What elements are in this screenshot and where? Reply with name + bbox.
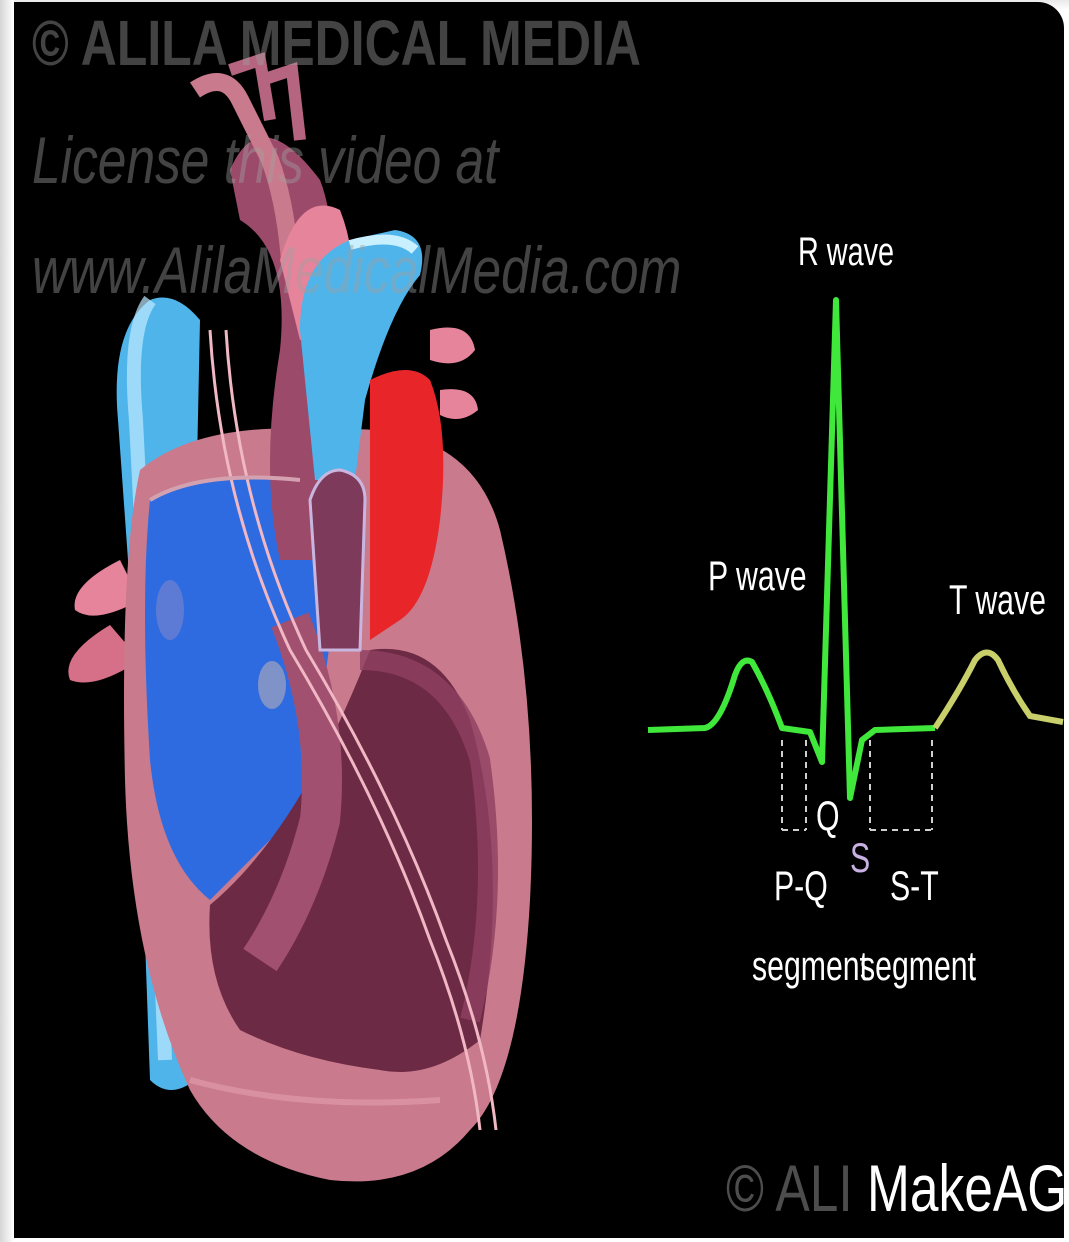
pq-segment-bracket <box>782 740 806 830</box>
makeagif-watermark: © ALI MakeAGIF.com <box>726 1150 1064 1226</box>
q-label: Q <box>816 792 840 840</box>
t-wave-line <box>935 653 1063 729</box>
st-segment-label: segment <box>860 942 976 990</box>
pq-segment-label: segment <box>752 942 868 990</box>
image-frame: © ALILA MEDICAL MEDIA License this video… <box>14 2 1064 1238</box>
left-edge-shadow <box>0 0 14 1242</box>
watermark-copyright: © ALILA MEDICAL MEDIA <box>32 6 641 80</box>
aortic-valve <box>310 470 365 650</box>
p-wave-label: P wave <box>708 552 807 600</box>
watermark-url: www.AlilaMedicalMedia.com <box>32 232 681 308</box>
r-wave-label: R wave <box>798 230 894 275</box>
t-wave-label: T wave <box>949 576 1046 624</box>
heart-illustration <box>68 60 532 1181</box>
site-name: MakeAGIF.com <box>867 1151 1064 1225</box>
st-segment-bracket <box>870 740 932 830</box>
copyright-mark: © ALI <box>726 1151 853 1225</box>
ecg-line <box>648 300 935 798</box>
s-label: S <box>850 834 870 882</box>
pq-label: P-Q <box>774 862 828 910</box>
watermark-license: License this video at <box>32 122 498 198</box>
st-label: S-T <box>890 862 939 910</box>
